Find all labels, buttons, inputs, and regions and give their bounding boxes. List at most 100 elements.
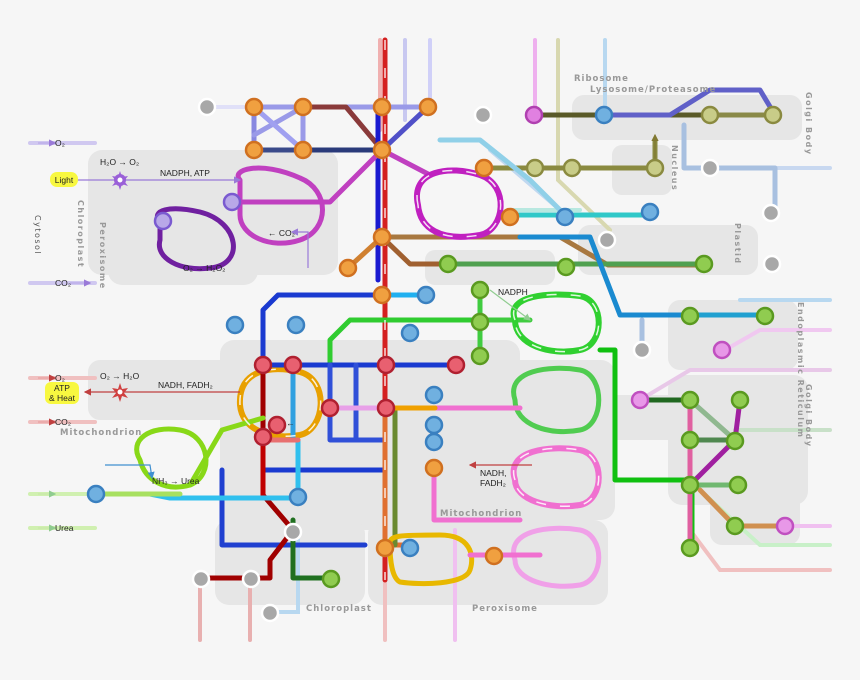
co2-top-label: CO₂	[55, 278, 71, 288]
node-orange	[375, 538, 395, 558]
node-green	[725, 516, 745, 536]
light-badge	[50, 172, 78, 187]
node-orange	[424, 458, 444, 478]
node-blue	[286, 315, 306, 335]
node-grey	[241, 569, 261, 589]
node-grey	[283, 522, 303, 542]
node-orange	[484, 546, 504, 566]
nh3-urea-label: NH₃ → Urea	[152, 476, 200, 486]
peroxisome-bottom-label: Peroxisome	[472, 604, 538, 614]
node-green	[730, 390, 750, 410]
node-blue	[400, 323, 420, 343]
urea-label: Urea	[55, 523, 74, 533]
node-blue	[640, 202, 660, 222]
node-pink	[524, 105, 544, 125]
node-olive	[562, 158, 582, 178]
node-red	[253, 355, 273, 375]
nadh-fadh2-label: NADH, FADH₂	[158, 380, 213, 390]
node-purple	[222, 192, 242, 212]
node-orange	[372, 227, 392, 247]
node-grey	[700, 158, 720, 178]
node-grey	[632, 340, 652, 360]
node-blue	[424, 385, 444, 405]
node-grey	[761, 203, 781, 223]
node-olive	[700, 105, 720, 125]
node-olive	[525, 158, 545, 178]
node-green	[680, 430, 700, 450]
node-orange	[244, 140, 264, 160]
line-highlights	[239, 40, 600, 580]
node-green	[694, 254, 714, 274]
node-olive	[645, 158, 665, 178]
node-blue	[424, 415, 444, 435]
respiration-star-icon	[112, 383, 128, 402]
node-blue	[225, 315, 245, 335]
node-olive	[763, 105, 783, 125]
node-red	[283, 355, 303, 375]
node-orange	[244, 97, 264, 117]
node-red	[376, 355, 396, 375]
node-orange	[293, 140, 313, 160]
node-grey	[597, 230, 617, 250]
node-orange	[372, 285, 392, 305]
node-blue	[555, 207, 575, 227]
node-blue	[424, 432, 444, 452]
golgi-mid-label: Golgi Body	[804, 384, 813, 448]
node-green	[470, 280, 490, 300]
node-orange	[372, 140, 392, 160]
node-orange	[293, 97, 313, 117]
atp-label: ATP	[54, 383, 70, 393]
light-label: Light	[55, 175, 74, 185]
heat-label: & Heat	[49, 393, 76, 403]
node-green	[680, 306, 700, 326]
node-pink	[630, 390, 650, 410]
nucleus-label: Nucleus	[670, 145, 679, 191]
node-green	[755, 306, 775, 326]
node-orange	[372, 97, 392, 117]
co2-top-arrow	[290, 228, 309, 268]
node-blue	[594, 105, 614, 125]
metabolite-nodes	[86, 97, 795, 623]
node-blue	[288, 487, 308, 507]
plastid-left-region	[425, 250, 555, 285]
node-green	[728, 475, 748, 495]
lysosome-label: Lysosome/Proteasome	[590, 85, 716, 95]
nadh-mid-label: NADH,	[480, 468, 506, 478]
mitochondrion-left-label: Mitochondrion	[60, 428, 142, 438]
node-pink	[775, 516, 795, 536]
nadph-atp-label: NADPH, ATP	[160, 168, 210, 178]
node-green	[556, 257, 576, 277]
node-blue	[400, 538, 420, 558]
node-red	[376, 398, 396, 418]
node-blue	[416, 285, 436, 305]
mitochondrion-mid-label: Mitochondrion	[440, 509, 522, 519]
node-green	[438, 254, 458, 274]
fadh2-mid-label: FADH₂	[480, 478, 506, 488]
node-orange	[338, 258, 358, 278]
peroxisome-top-label: Peroxisome	[98, 222, 107, 290]
node-red	[267, 415, 287, 435]
node-orange	[474, 158, 494, 178]
node-purple	[153, 211, 173, 231]
compartment-labels: Cytosol Chloroplast Peroxisome Mitochond…	[33, 74, 813, 614]
node-red	[320, 398, 340, 418]
plastid-label: Plastid	[733, 223, 742, 265]
ribosome-label: Ribosome	[574, 74, 629, 84]
node-green	[680, 390, 700, 410]
reaction-icons	[112, 171, 128, 402]
reaction-arrows	[38, 133, 659, 532]
h2o-o2-label: H₂O → O₂	[100, 157, 139, 167]
chloroplast-top-label: Chloroplast	[76, 200, 85, 268]
o2-h2o2-label: O₂ → H₂O₂	[183, 263, 225, 273]
node-green	[725, 431, 745, 451]
cytosol-label: Cytosol	[33, 215, 42, 255]
co2-mid-label: CO₂	[55, 417, 71, 427]
nadph-mid-label: NADPH	[498, 287, 528, 297]
golgi-top-label: Golgi Body	[804, 92, 813, 156]
node-green	[470, 312, 490, 332]
node-grey	[260, 603, 280, 623]
node-orange	[500, 207, 520, 227]
o2-top-label: O₂	[55, 138, 65, 148]
